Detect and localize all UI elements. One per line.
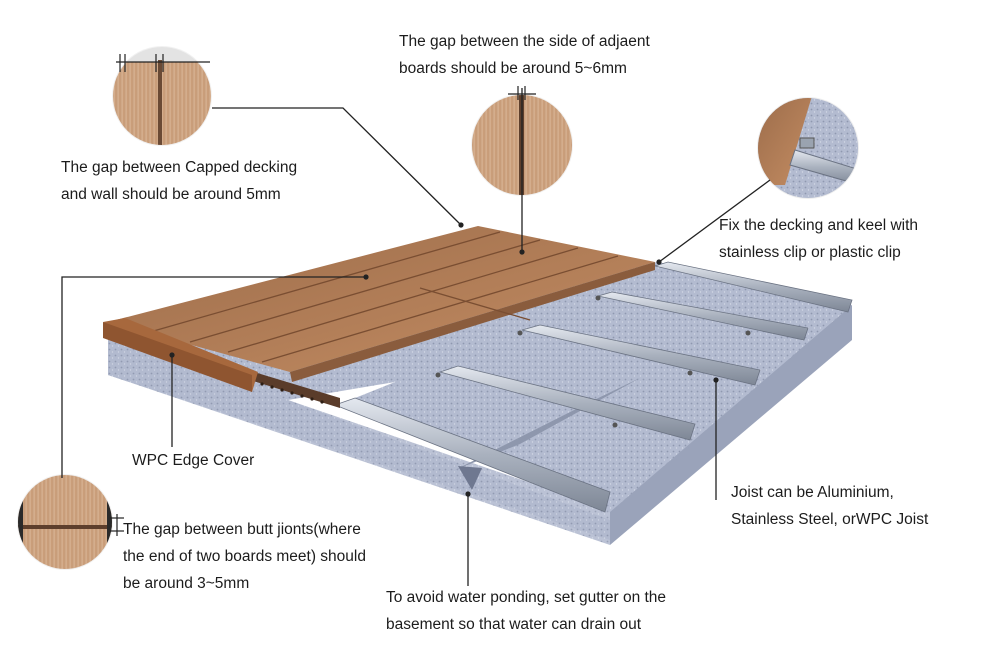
butt-gap-note: The gap between butt jionts(where the en… <box>123 516 366 597</box>
gutter-note: To avoid water ponding, set gutter on th… <box>386 584 666 638</box>
side-gap-line-2: boards should be around 5~6mm <box>399 60 627 77</box>
butt-gap-magnifier <box>17 474 124 570</box>
edge-cover-note: WPC Edge Cover <box>132 447 254 474</box>
clip-magnifier <box>757 97 859 199</box>
leader-dots <box>169 222 719 497</box>
side-gap-line-1: The gap between the side of adjaent <box>399 33 650 50</box>
wall-gap-line-1: The gap between Capped decking <box>61 159 298 176</box>
decking-boards <box>108 226 655 408</box>
leader-clip <box>658 179 771 263</box>
joist-line-1: Joist can be Aluminium, <box>731 484 894 501</box>
wall-gap-line-2: and wall should be around 5mm <box>61 186 281 203</box>
wpc-edge-cover <box>103 318 258 392</box>
butt-gap-line-1: The gap between butt jionts(where <box>123 521 361 538</box>
leader-wall-gap <box>212 107 462 226</box>
leader-butt-gap <box>61 276 366 478</box>
joist-note: Joist can be Aluminium, Stainless Steel,… <box>731 479 928 533</box>
clip-note: Fix the decking and keel with stainless … <box>719 212 918 266</box>
clip-line-2: stainless clip or plastic clip <box>719 244 901 261</box>
wall-gap-note: The gap between Capped decking and wall … <box>61 154 297 208</box>
gutter-line-2: basement so that water can drain out <box>386 616 642 633</box>
butt-gap-line-2: the end of two boards meet) should <box>123 548 366 565</box>
joists <box>333 261 853 513</box>
joist-line-2: Stainless Steel, orWPC Joist <box>731 511 929 528</box>
side-gap-note: The gap between the side of adjaent boar… <box>399 28 650 82</box>
clip-line-1: Fix the decking and keel with <box>719 217 919 234</box>
butt-gap-line-3: be around 3~5mm <box>123 575 250 592</box>
edge-cover-line-1: WPC Edge Cover <box>132 452 255 469</box>
leader-lines <box>61 88 771 586</box>
wall-gap-magnifier <box>112 46 212 146</box>
gutter-line-1: To avoid water ponding, set gutter on th… <box>386 589 667 606</box>
